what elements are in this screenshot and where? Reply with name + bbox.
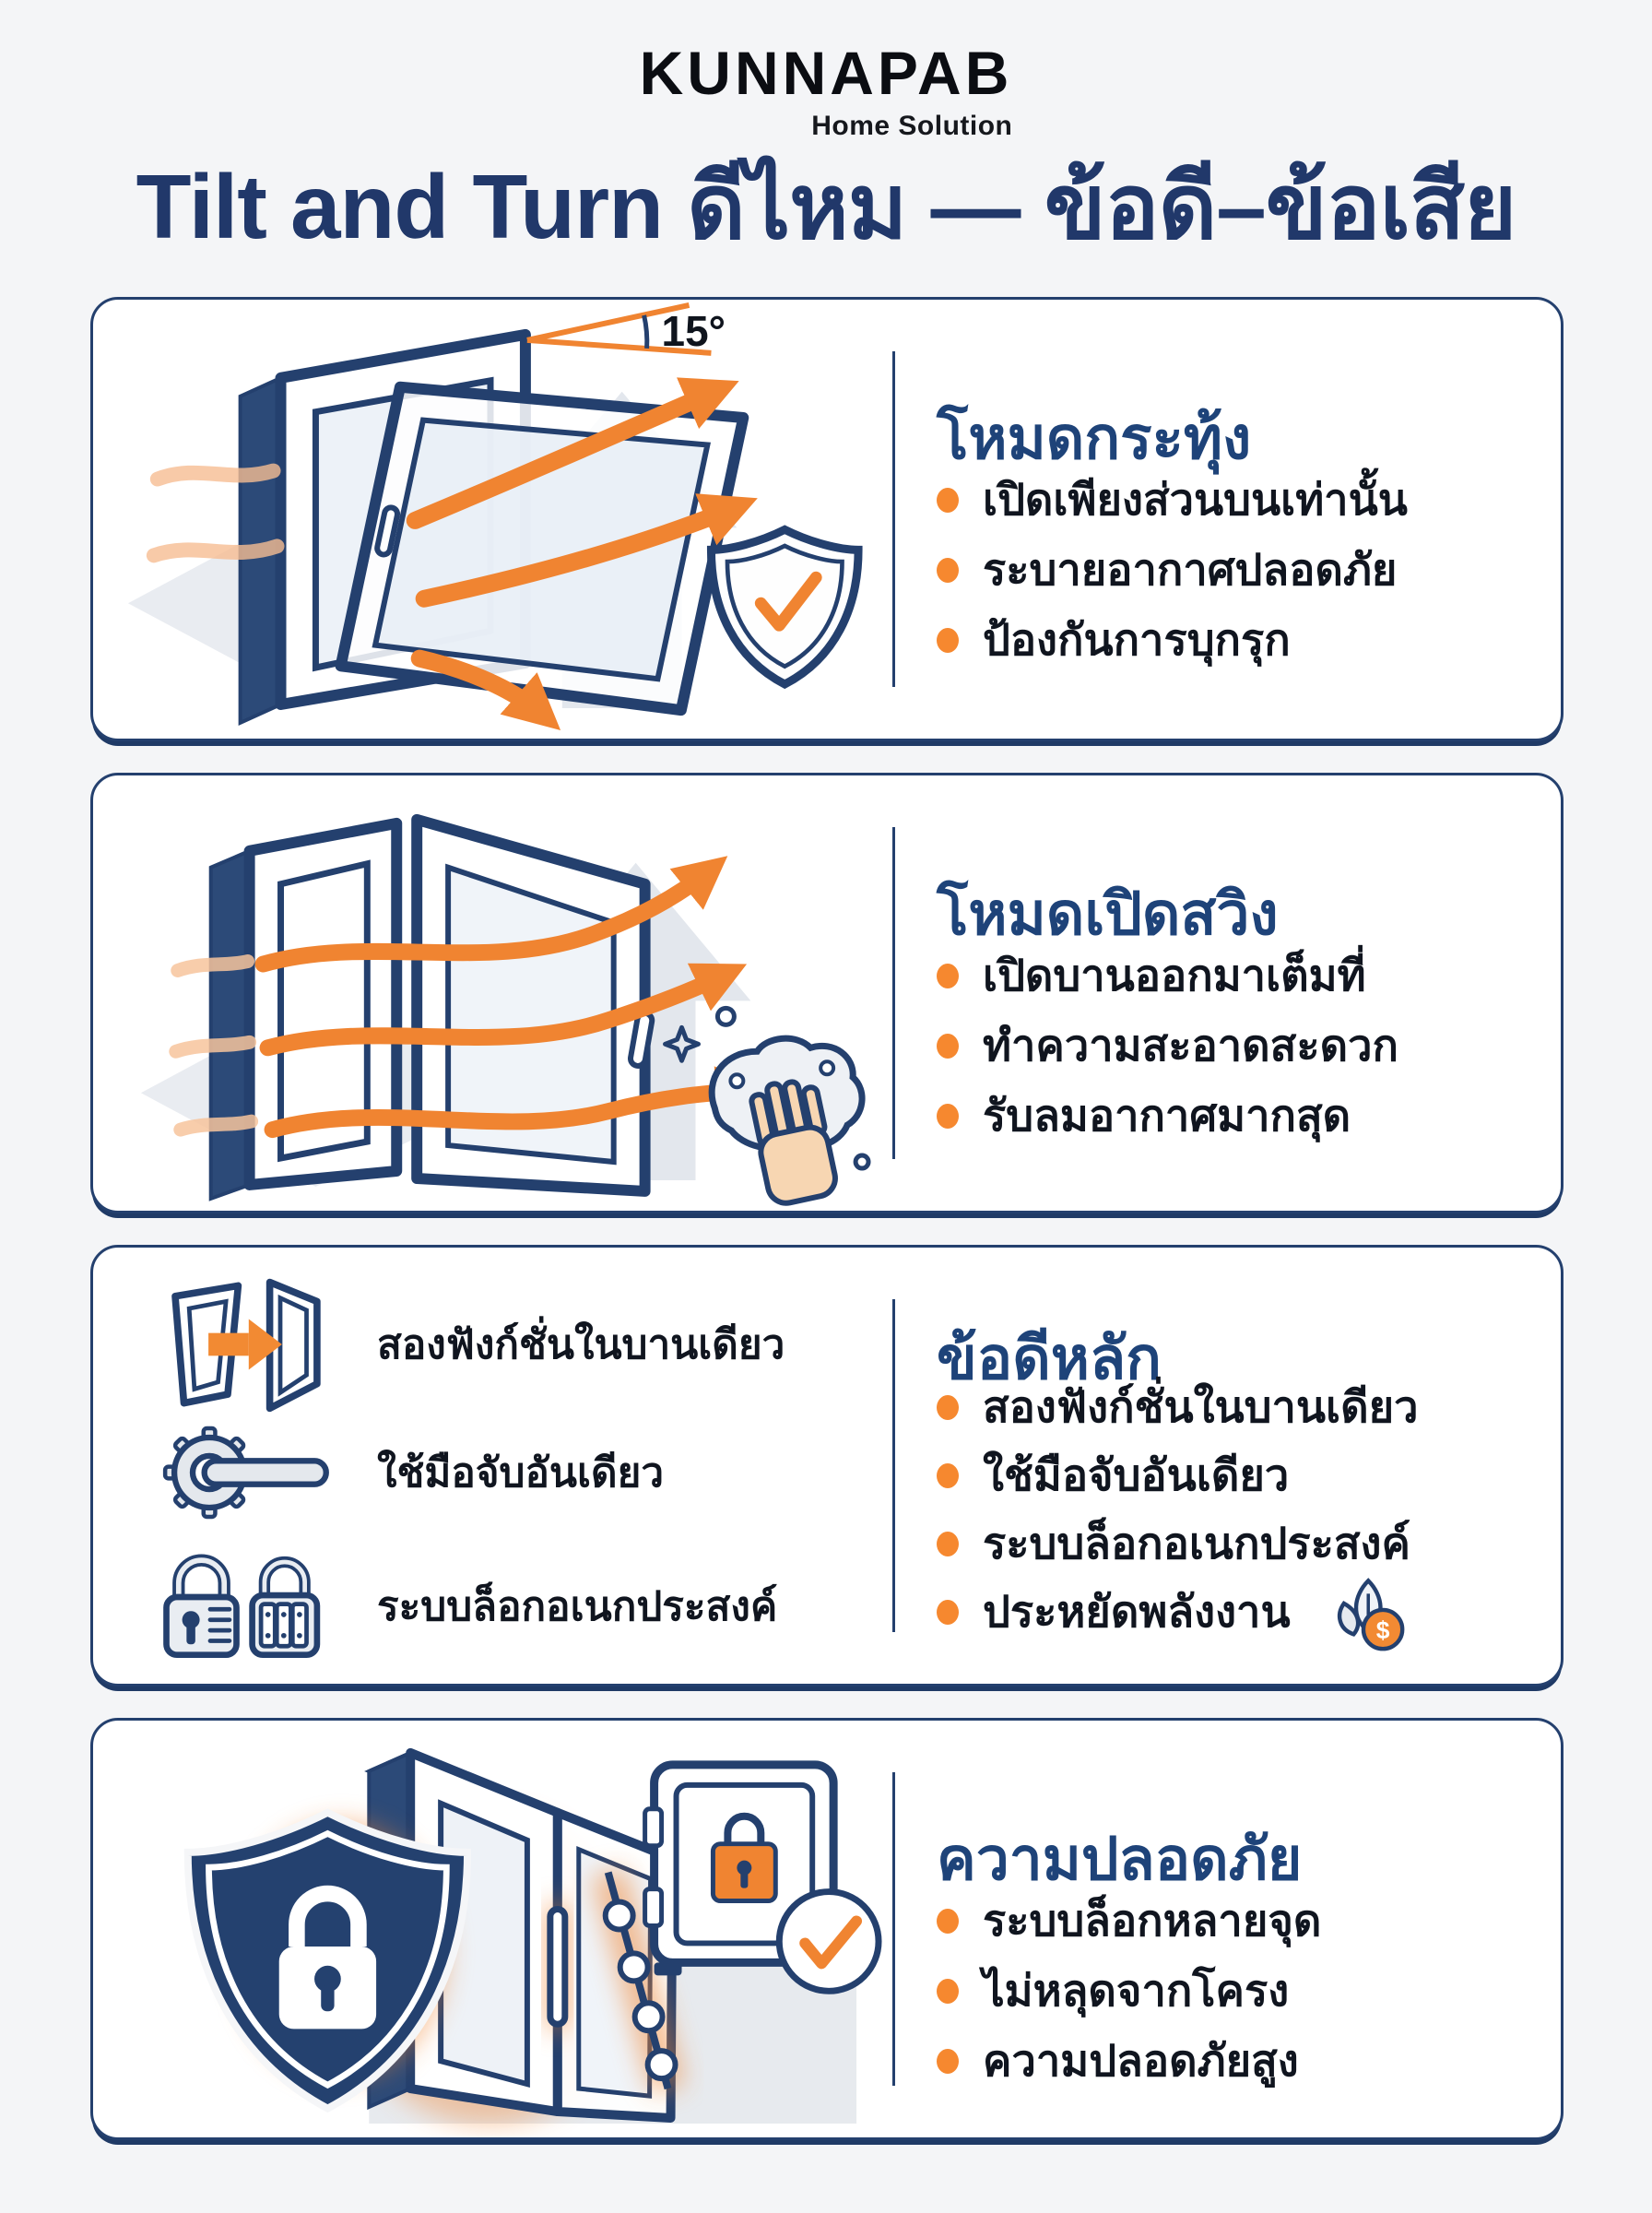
feature-label: สองฟังก์ชั่นในบานเดียว (377, 1322, 785, 1367)
bullet-text: ป้องกันการบุกรุก (983, 615, 1291, 664)
bullet-text: สองฟังก์ชั่นในบานเดียว (983, 1382, 1419, 1431)
brand-logo: KUNNAPAB Home Solution (640, 42, 1013, 142)
brand-name: KUNNAPAB (639, 39, 1013, 107)
bullet-text: ใช้มือจับอันเดียว (983, 1450, 1290, 1499)
angle-label: 15° (662, 307, 726, 355)
bullet-dot (937, 627, 959, 653)
bullet-dot (937, 1599, 959, 1625)
bullet-text: ไม่หลุดจากโครง (983, 1966, 1290, 2015)
bullet-text: ประหยัดพลังงาน (983, 1587, 1291, 1636)
multi-lock-icon (148, 1544, 342, 1667)
divider (892, 827, 895, 1159)
bullet-dot (937, 1033, 959, 1059)
check-circle-icon (775, 1888, 882, 1994)
list-item: ไม่หลุดจากโครง (937, 1968, 1321, 2014)
bullet-dot (937, 1908, 959, 1934)
security-shield-icon (183, 1808, 472, 2113)
swing-mode-illustration (140, 813, 871, 1206)
card-heading: โหมดเปิดสวิง (937, 881, 1279, 948)
bullet-text: ทำความสะอาดสะดวก (983, 1021, 1398, 1070)
list-item: ความปลอดภัยสูง (937, 2038, 1321, 2084)
tilt-window-icon (238, 328, 749, 727)
bullet-dot (937, 557, 959, 583)
bullet-text: ความปลอดภัยสูง (983, 2036, 1299, 2085)
bullet-text: ระบายอากาศปลอดภัย (983, 545, 1398, 594)
card-tilt-mode: 15° โหมดกระทุ้ง เปิดเพียงส่วนบนเท่า (90, 297, 1564, 741)
single-handle-icon (148, 1418, 342, 1527)
list-item: ทำความสะอาดสะดวก (937, 1023, 1398, 1069)
bullet-dot (937, 487, 959, 513)
bullet-text: เปิดบานออกมาเต็มที่ (983, 951, 1366, 1000)
window-handle-icon (374, 504, 401, 558)
divider (892, 351, 895, 687)
list-item: ระบบล็อกหลายจุด (937, 1898, 1321, 1944)
airflow-arrows (169, 856, 770, 1139)
list-item: เปิดบานออกมาเต็มที่ (937, 953, 1398, 999)
card-heading: ความปลอดภัย (937, 1826, 1303, 1893)
list-item: ใช้มือจับอันเดียว (937, 1452, 1419, 1498)
hand-icon (749, 1079, 838, 1206)
bullet-text: ระบบล็อกอเนกประสงค์ (983, 1519, 1410, 1568)
list-item: ป้องกันการบุกรุก (937, 617, 1408, 663)
card-text-column: โหมดเปิดสวิง เปิดบานออกมาเต็มที่ ทำความส… (937, 775, 1533, 1211)
bullet-list: เปิดเพียงส่วนบนเท่านั้น ระบายอากาศปลอดภั… (937, 477, 1408, 663)
divider (892, 1299, 895, 1632)
page-title: Tilt and Turn ดีไหม — ข้อดี–ข้อเสีย (136, 156, 1517, 257)
security-illustration (183, 1747, 882, 2125)
card-heading: ข้อดีหลัก (937, 1325, 1162, 1392)
bullet-text: รับลมอากาศมากสุด (983, 1091, 1351, 1140)
card-swing-mode: โหมดเปิดสวิง เปิดบานออกมาเต็มที่ ทำความส… (90, 773, 1564, 1213)
swing-window-icon (208, 813, 655, 1201)
feature-row: ใช้มือจับอันเดียว (148, 1418, 664, 1527)
bullet-dot (937, 1978, 959, 2004)
shield-check-icon (706, 525, 863, 690)
card-heading: โหมดกระทุ้ง (937, 405, 1252, 472)
bullet-dot (937, 963, 959, 988)
bullet-dot (937, 1462, 959, 1488)
bullet-dot (937, 1531, 959, 1556)
bullet-dot (937, 1394, 959, 1420)
bullet-dot (937, 1103, 959, 1129)
bullet-text: เปิดเพียงส่วนบนเท่านั้น (983, 475, 1408, 524)
airflow-arrows (146, 377, 758, 730)
energy-saving-icon: $ (1337, 1578, 1404, 1651)
svg-text:$: $ (1375, 1616, 1389, 1644)
coin-icon (1361, 1607, 1404, 1651)
brand-tagline: Home Solution (811, 111, 1013, 141)
card-text-column: ความปลอดภัย ระบบล็อกหลายจุด ไม่หลุดจากโค… (937, 1721, 1533, 2137)
list-item: ระบายอากาศปลอดภัย (937, 547, 1408, 593)
cleaning-hand-icon (663, 1005, 871, 1206)
feature-row: ระบบล็อกอเนกประสงค์ (148, 1544, 777, 1667)
bullet-list: เปิดบานออกมาเต็มที่ ทำความสะอาดสะดวก รับ… (937, 953, 1398, 1139)
bullet-dot (937, 2048, 959, 2074)
padlock-icon (289, 1885, 367, 1947)
divider (892, 1772, 895, 2086)
tilt-mode-illustration: 15° (127, 302, 863, 730)
card-text-column: โหมดกระทุ้ง เปิดเพียงส่วนบนเท่านั้น ระบา… (937, 300, 1533, 739)
list-item: สองฟังก์ชั่นในบานเดียว (937, 1384, 1419, 1430)
card-security: ความปลอดภัย ระบบล็อกหลายจุด ไม่หลุดจากโค… (90, 1718, 1564, 2140)
multipoint-lock-window-icon (364, 1747, 685, 2123)
bullet-list: ระบบล็อกหลายจุด ไม่หลุดจากโครง ความปลอดภ… (937, 1898, 1321, 2084)
dual-function-window-icon (148, 1275, 342, 1414)
angle-annotation: 15° (526, 302, 726, 356)
card-advantages: สองฟังก์ชั่นในบานเดียว (90, 1245, 1564, 1686)
feature-label: ใช้มือจับอันเดียว (377, 1450, 665, 1496)
sparkle-icon (663, 1024, 701, 1063)
feature-list: สองฟังก์ชั่นในบานเดียว (148, 1248, 877, 1684)
window-handle-icon (547, 1906, 569, 2028)
list-item: ประหยัดพลังงาน $ (937, 1578, 1419, 1651)
feature-row: สองฟังก์ชั่นในบานเดียว (148, 1275, 785, 1414)
padlock-icon (724, 1812, 765, 1844)
list-item: เปิดเพียงส่วนบนเท่านั้น (937, 477, 1408, 523)
bullet-list: สองฟังก์ชั่นในบานเดียว ใช้มือจับอันเดียว… (937, 1384, 1419, 1651)
list-item: ระบบล็อกอเนกประสงค์ (937, 1521, 1419, 1567)
feature-label: ระบบล็อกอเนกประสงค์ (377, 1583, 778, 1629)
card-text-column: ข้อดีหลัก สองฟังก์ชั่นในบานเดียว ใช้มือจ… (937, 1248, 1533, 1684)
list-item: รับลมอากาศมากสุด (937, 1093, 1398, 1139)
right-arrow-icon (208, 1332, 249, 1356)
bullet-text: ระบบล็อกหลายจุด (983, 1896, 1322, 1945)
